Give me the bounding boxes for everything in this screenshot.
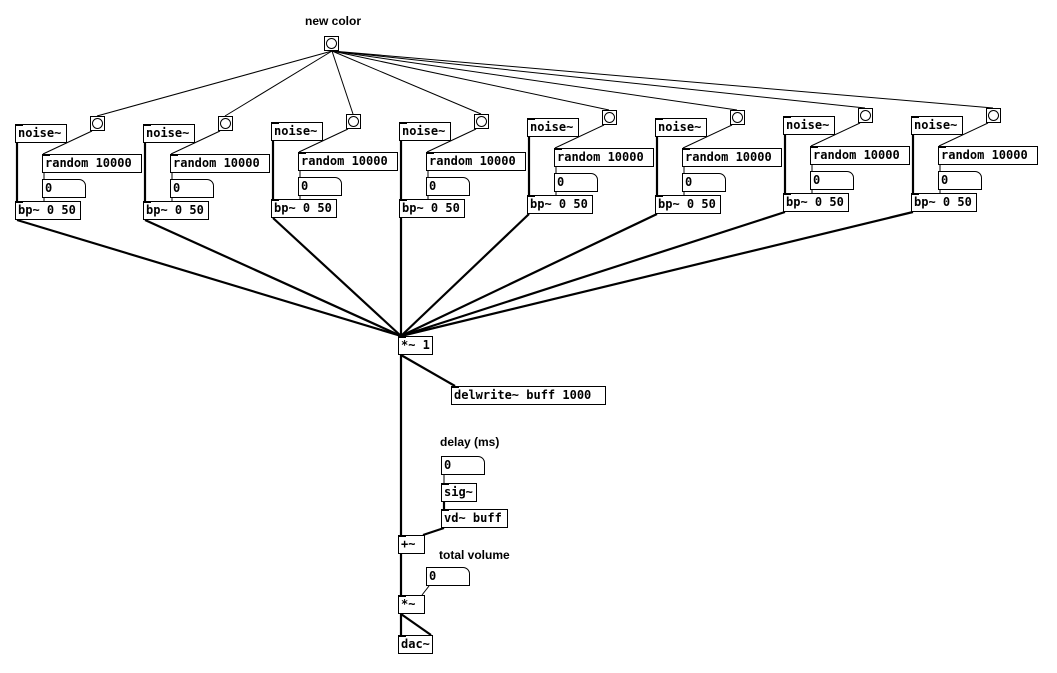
patch-cord [938, 122, 989, 147]
delay-comment: delay (ms) [440, 435, 500, 449]
random-object-8[interactable]: random 10000 [938, 146, 1038, 165]
patch-cord [331, 50, 866, 109]
random-number-box-6[interactable]: 0 [682, 173, 726, 192]
patch-cord [400, 213, 658, 337]
patch-cord [224, 50, 333, 117]
bandpass-object-7[interactable]: bp~ 0 50 [783, 193, 849, 212]
sig-object[interactable]: sig~ [441, 483, 477, 502]
bandpass-object-6[interactable]: bp~ 0 50 [655, 195, 721, 214]
volume-mult-object[interactable]: *~ [398, 595, 425, 614]
patch-cord [421, 585, 430, 596]
noise-object-4[interactable]: noise~ [399, 122, 451, 141]
voice-bang-icon-5[interactable] [602, 110, 617, 125]
patch-cord [144, 218, 402, 338]
patch-cord [331, 50, 354, 115]
patch-cord [96, 50, 333, 117]
new-color-comment: new color [305, 14, 362, 28]
vd-object[interactable]: vd~ buff [441, 509, 508, 528]
voice-bang-icon-2[interactable] [218, 116, 233, 131]
delay-number-box[interactable]: 0 [441, 456, 485, 475]
noise-object-6[interactable]: noise~ [655, 118, 707, 137]
patch-cord [400, 213, 530, 337]
voice-bang-icon-3[interactable] [346, 114, 361, 129]
random-number-box-1[interactable]: 0 [42, 179, 86, 198]
voice-bang-icon-6[interactable] [730, 110, 745, 125]
bandpass-object-2[interactable]: bp~ 0 50 [143, 201, 209, 220]
noise-object-7[interactable]: noise~ [783, 116, 835, 135]
random-object-4[interactable]: random 10000 [426, 152, 526, 171]
new-color-bang-icon[interactable] [324, 36, 339, 51]
dac-object[interactable]: dac~ [398, 635, 433, 654]
patch-cord [331, 50, 738, 111]
random-object-3[interactable]: random 10000 [298, 152, 398, 171]
noise-object-1[interactable]: noise~ [15, 124, 67, 143]
voice-bang-icon-7[interactable] [858, 108, 873, 123]
patch-cord [682, 124, 733, 149]
patch-cord [554, 124, 605, 149]
patch-cord [422, 526, 445, 537]
patch-cord [810, 122, 861, 147]
random-number-box-5[interactable]: 0 [554, 173, 598, 192]
patch-cord [16, 218, 402, 338]
bandpass-object-8[interactable]: bp~ 0 50 [911, 193, 977, 212]
patch-cord [400, 613, 432, 636]
bandpass-object-4[interactable]: bp~ 0 50 [399, 199, 465, 218]
random-object-1[interactable]: random 10000 [42, 154, 142, 173]
noise-object-2[interactable]: noise~ [143, 124, 195, 143]
voice-bang-icon-1[interactable] [90, 116, 105, 131]
delwrite-object[interactable]: delwrite~ buff 1000 [451, 386, 606, 405]
random-number-box-2[interactable]: 0 [170, 179, 214, 198]
noise-object-8[interactable]: noise~ [911, 116, 963, 135]
bandpass-object-1[interactable]: bp~ 0 50 [15, 201, 81, 220]
voice-bang-icon-8[interactable] [986, 108, 1001, 123]
total-volume-comment: total volume [439, 548, 510, 562]
volume-number-box[interactable]: 0 [426, 567, 470, 586]
random-number-box-7[interactable]: 0 [810, 171, 854, 190]
random-number-box-3[interactable]: 0 [298, 177, 342, 196]
patch-cord [298, 128, 349, 153]
bandpass-object-5[interactable]: bp~ 0 50 [527, 195, 593, 214]
bandpass-object-3[interactable]: bp~ 0 50 [271, 199, 337, 218]
patch-cord [331, 50, 994, 109]
random-object-5[interactable]: random 10000 [554, 148, 654, 167]
patch-cord [400, 210, 914, 338]
patch-cord [400, 210, 786, 338]
random-number-box-4[interactable]: 0 [426, 177, 470, 196]
voice-bang-icon-4[interactable] [474, 114, 489, 129]
patch-cord [272, 217, 402, 337]
patch-cord [400, 354, 456, 387]
noise-object-5[interactable]: noise~ [527, 118, 579, 137]
noise-object-3[interactable]: noise~ [271, 122, 323, 141]
patch-cord [331, 50, 610, 111]
patch-cord [170, 130, 221, 155]
patch-cord [42, 130, 93, 155]
mult-object[interactable]: *~ 1 [398, 336, 433, 355]
add-object[interactable]: +~ [398, 535, 425, 554]
patch-cord [426, 128, 477, 153]
random-object-6[interactable]: random 10000 [682, 148, 782, 167]
random-number-box-8[interactable]: 0 [938, 171, 982, 190]
patch-cord [331, 50, 482, 115]
random-object-2[interactable]: random 10000 [170, 154, 270, 173]
random-object-7[interactable]: random 10000 [810, 146, 910, 165]
